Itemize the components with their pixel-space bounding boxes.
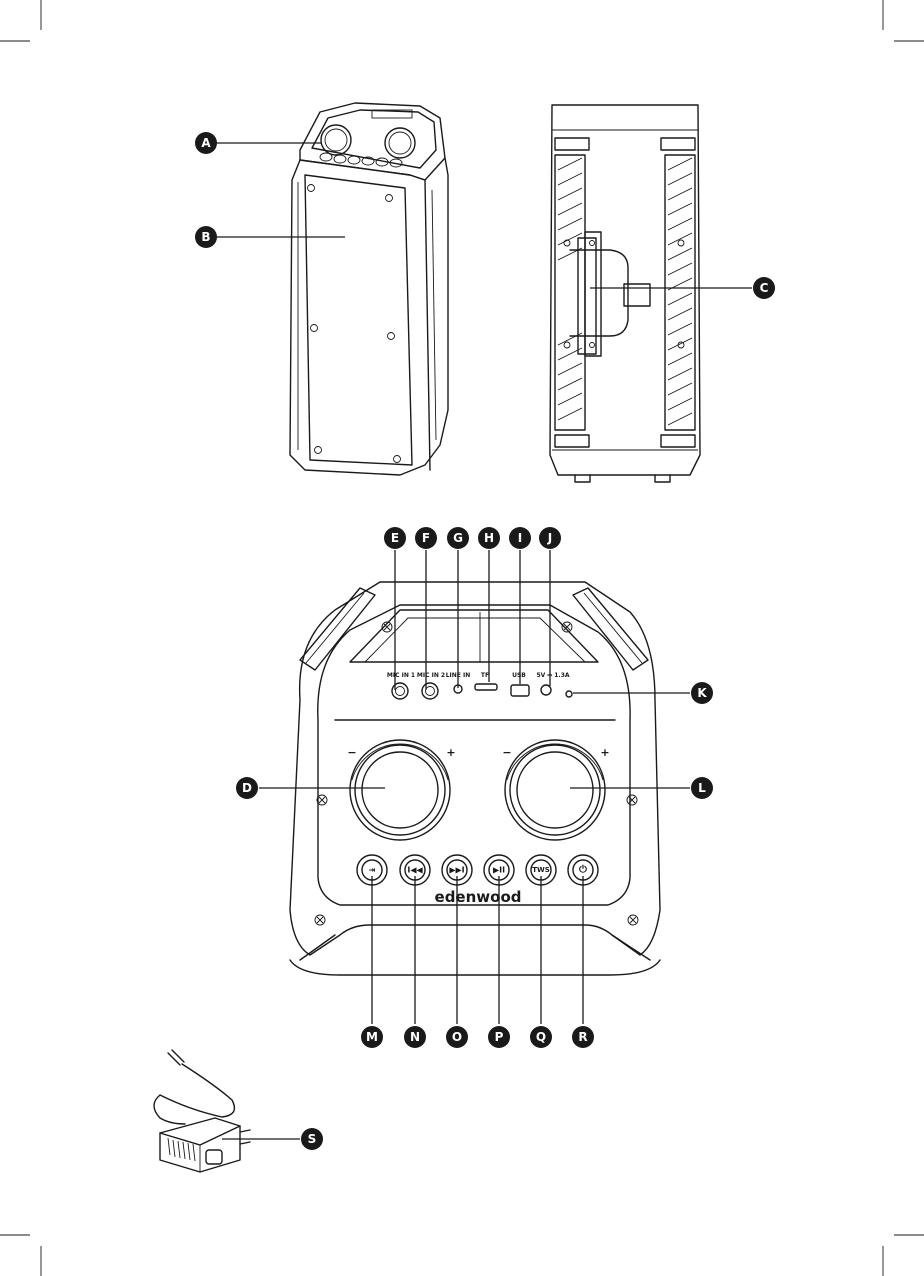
svg-text:D: D <box>242 781 252 795</box>
callout-k: K <box>691 682 713 704</box>
brand-logo: edenwood <box>435 888 522 906</box>
callout-h: H <box>478 527 500 549</box>
callout-c: C <box>753 277 775 299</box>
left-knob[interactable] <box>350 740 450 840</box>
svg-text:I: I <box>518 531 522 545</box>
right-knob[interactable] <box>505 740 605 840</box>
dc-label: 5V ⎓ 1.3A <box>536 672 569 679</box>
mic2-label: MIC IN 2 <box>417 672 445 679</box>
left-knob-minus: − <box>347 746 356 759</box>
callout-e: E <box>384 527 406 549</box>
svg-text:F: F <box>422 531 430 545</box>
svg-text:O: O <box>452 1030 462 1044</box>
usb-port[interactable] <box>511 685 529 696</box>
callout-f: F <box>415 527 437 549</box>
tf-card-slot[interactable] <box>475 684 497 690</box>
callout-q: Q <box>530 1026 552 1048</box>
svg-text:R: R <box>578 1030 587 1044</box>
svg-text:▶▶I: ▶▶I <box>449 866 464 875</box>
left-knob-plus: + <box>446 746 455 759</box>
svg-text:G: G <box>453 531 463 545</box>
svg-text:H: H <box>484 531 494 545</box>
callout-l: L <box>691 777 713 799</box>
speaker-perspective-view <box>290 103 448 475</box>
callout-j: J <box>539 527 561 549</box>
right-knob-plus: + <box>600 746 609 759</box>
svg-text:⇥: ⇥ <box>369 866 376 875</box>
callout-g: G <box>447 527 469 549</box>
mic2-jack[interactable] <box>422 683 438 699</box>
right-knob-minus: − <box>502 746 511 759</box>
svg-text:Q: Q <box>536 1030 546 1044</box>
svg-text:L: L <box>698 781 706 795</box>
callout-a: A <box>195 132 217 154</box>
svg-text:M: M <box>366 1030 378 1044</box>
dc-power-jack[interactable] <box>541 685 551 695</box>
mic1-label: MIC IN 1 <box>387 672 415 679</box>
svg-text:P: P <box>495 1030 504 1044</box>
callout-r: R <box>572 1026 594 1048</box>
power-adapter <box>154 1050 250 1172</box>
tf-label: TF <box>481 672 489 679</box>
svg-text:▶II: ▶II <box>493 866 505 875</box>
callout-badges: A B C E F G H I J K D L M N O P Q R S <box>195 132 775 1150</box>
svg-text:N: N <box>410 1030 420 1044</box>
status-led <box>566 691 572 697</box>
svg-text:E: E <box>391 531 399 545</box>
svg-text:J: J <box>547 531 552 545</box>
svg-text:B: B <box>201 230 210 244</box>
callout-m: M <box>361 1026 383 1048</box>
callout-s: S <box>301 1128 323 1150</box>
speaker-side-view <box>550 105 700 482</box>
callout-p: P <box>488 1026 510 1048</box>
svg-text:S: S <box>308 1132 317 1146</box>
svg-text:I◀◀: I◀◀ <box>407 866 423 875</box>
svg-text:TWS: TWS <box>532 866 550 874</box>
callout-b: B <box>195 226 217 248</box>
svg-text:⏻: ⏻ <box>579 864 587 876</box>
svg-text:C: C <box>760 281 769 295</box>
callout-lines <box>216 143 752 1139</box>
svg-text:K: K <box>697 686 707 700</box>
callout-o: O <box>446 1026 468 1048</box>
speaker-top-panel: MIC IN 1 MIC IN 2 LINE IN TF USB 5V ⎓ 1.… <box>290 582 660 975</box>
callout-n: N <box>404 1026 426 1048</box>
callout-d: D <box>236 777 258 799</box>
usb-label: USB <box>512 672 526 679</box>
svg-text:A: A <box>201 136 211 150</box>
callout-i: I <box>509 527 531 549</box>
